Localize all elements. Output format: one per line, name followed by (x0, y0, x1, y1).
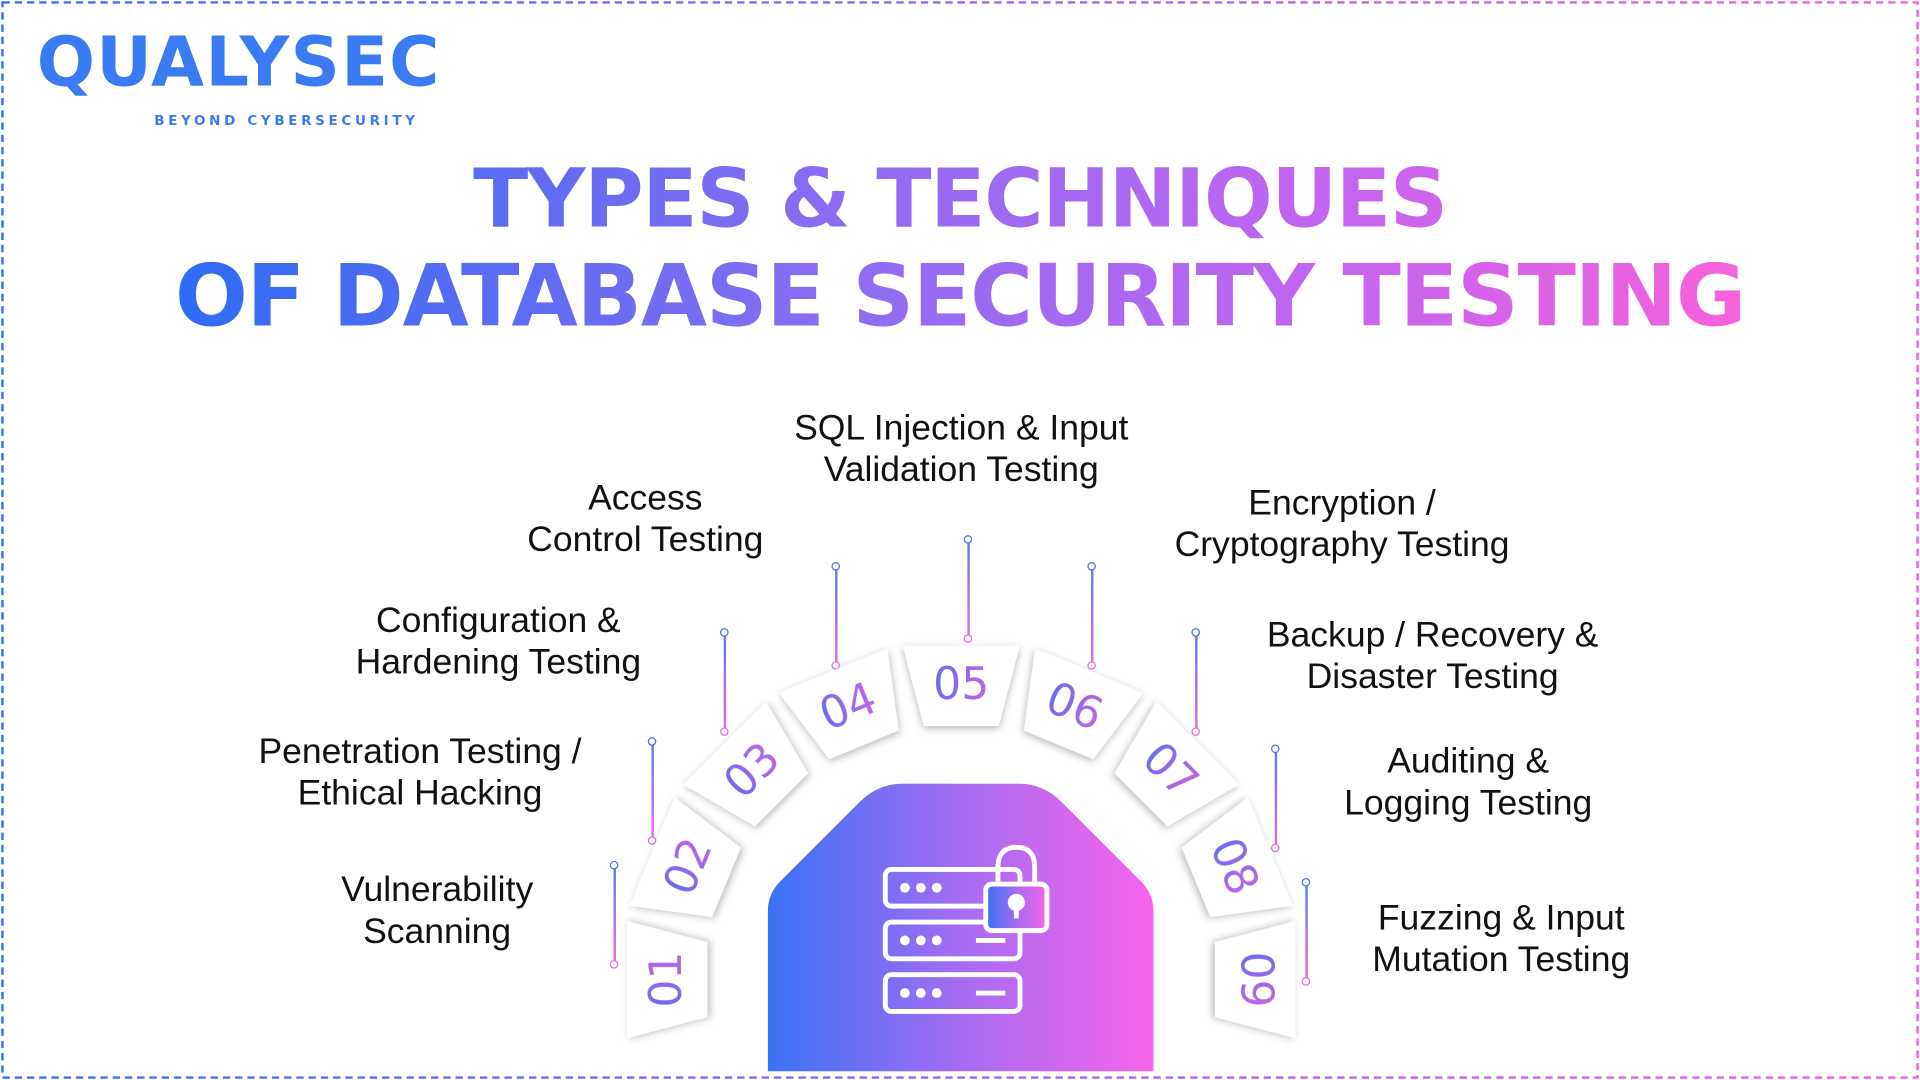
technique-label-line: Validation Testing (823, 450, 1099, 490)
technique-label-line: Encryption / (1248, 483, 1436, 523)
logo-wordmark: QUALYSEC (36, 23, 441, 103)
technique-label-line: Auditing & (1387, 742, 1550, 782)
number-segment: 01 (627, 921, 708, 1039)
connector-pin (1087, 562, 1096, 670)
connector-pin (831, 562, 841, 670)
technique-label: Auditing &Logging Testing (1344, 741, 1592, 824)
segment-number: 01 (642, 921, 692, 1039)
connector-pin (1301, 877, 1311, 986)
technique-label-line: Fuzzing & Input (1377, 898, 1625, 938)
page-title-line1: TYPES & TECHNIQUES (0, 159, 1920, 240)
technique-label-line: Vulnerability (341, 870, 534, 910)
connector-pin (609, 860, 619, 969)
technique-label-line: Configuration & (375, 601, 621, 641)
connector-pin (1191, 628, 1201, 736)
connector-pin (1271, 744, 1280, 853)
technique-label: Penetration Testing /Ethical Hacking (258, 731, 581, 814)
segment-number: 09 (1231, 921, 1281, 1039)
technique-label-line: Backup / Recovery & (1266, 615, 1599, 656)
number-segment: 05 (902, 645, 1021, 727)
technique-label-line: Cryptography Testing (1174, 525, 1510, 565)
technique-label-line: Disaster Testing (1306, 657, 1559, 697)
technique-label-line: Mutation Testing (1372, 940, 1631, 980)
technique-label-line: Penetration Testing / (258, 732, 582, 772)
technique-label: Encryption /Cryptography Testing (1175, 482, 1510, 565)
technique-label-line: Access (588, 478, 703, 518)
logo-tagline: BEYOND CYBERSECURITY (154, 112, 419, 129)
technique-label: Configuration &Hardening Testing (356, 600, 642, 683)
technique-label-line: Hardening Testing (355, 642, 642, 683)
technique-label-line: Ethical Hacking (297, 773, 543, 814)
page-title-line2: OF DATABASE SECURITY TESTING (0, 253, 1920, 339)
technique-label-line: Scanning (363, 912, 512, 952)
number-segment: 09 (1215, 921, 1296, 1039)
connector-pin (963, 535, 973, 643)
technique-label: Backup / Recovery &Disaster Testing (1267, 615, 1599, 698)
segment-shape (902, 645, 1021, 727)
technique-label-line: Control Testing (527, 520, 764, 560)
connector-pin (720, 628, 729, 736)
technique-label-line: SQL Injection & Input (794, 408, 1129, 449)
database-server-lock-icon (882, 844, 1050, 1014)
technique-label-line: Logging Testing (1344, 783, 1593, 823)
database-hub (767, 783, 1154, 1072)
segment-number: 05 (902, 660, 1020, 710)
connector-pin (647, 737, 657, 845)
